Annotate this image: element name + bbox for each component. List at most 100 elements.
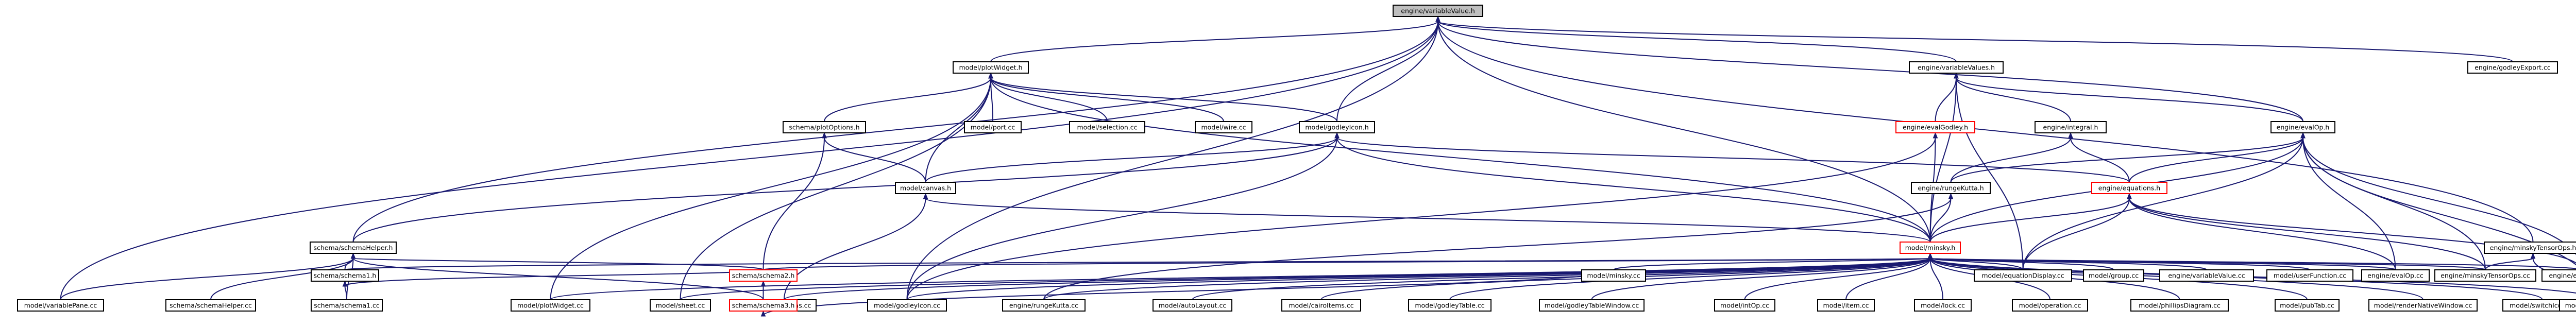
dependency-edge: [762, 132, 827, 270]
graph-node[interactable]: engine/evalGodley.h: [1895, 121, 1975, 133]
graph-node-label: engine/evalGodley.h: [1903, 124, 1968, 131]
edge-line: [1845, 257, 1931, 300]
dependency-edge: [680, 72, 993, 300]
edge-line: [2022, 137, 2303, 270]
graph-node-label: engine/minskyTensorOps.cc: [2441, 272, 2530, 280]
edge-line: [824, 77, 991, 122]
edge-line: [990, 77, 1337, 122]
graph-node[interactable]: engine/variableValue.h: [1393, 5, 1483, 17]
graph-node-label: model/canvas.h: [900, 184, 951, 192]
edge-line: [1336, 21, 1438, 122]
graph-node-label: model/switchIcon.cc: [2510, 302, 2575, 309]
graph-node-box: [1911, 182, 1991, 194]
graph-node[interactable]: model/cairoItems.cc: [1281, 299, 1361, 312]
dependency-edge: [1435, 15, 1931, 243]
graph-node[interactable]: schema/schema1.cc: [311, 299, 383, 312]
edge-line: [2129, 137, 2303, 183]
edge-line: [762, 257, 1931, 270]
graph-node[interactable]: model/equationDisplay.cc: [1974, 269, 2072, 282]
edge-line: [60, 21, 1438, 300]
graph-node[interactable]: engine/godleyExport.cc: [2467, 61, 2558, 74]
dependency-edge: [1435, 15, 2303, 122]
edge-line: [1336, 137, 2130, 183]
graph-node[interactable]: model/phillipsDiagram.cc: [2130, 299, 2229, 312]
graph-node[interactable]: engine/evalOp.cc: [2361, 269, 2430, 282]
edge-line: [352, 137, 1337, 243]
graph-node-label: model/phillipsDiagram.cc: [2139, 302, 2221, 309]
graph-node[interactable]: model/switchIcon.cc: [2502, 299, 2576, 312]
graph-node[interactable]: model/canvas.h: [895, 182, 956, 194]
graph-node[interactable]: engine/integral.h: [2035, 121, 2107, 133]
graph-node[interactable]: engine/evalOp.h: [2270, 121, 2335, 133]
graph-node[interactable]: model/ravelWrap.cc: [2559, 299, 2576, 312]
graph-node[interactable]: model/userFunction.cc: [2266, 269, 2353, 282]
graph-node[interactable]: model/intOp.cc: [1714, 299, 1775, 312]
graph-node[interactable]: model/port.cc: [964, 121, 1022, 133]
graph-node-box: [2541, 269, 2576, 282]
graph-node-label: model/equationDisplay.cc: [1981, 272, 2064, 280]
graph-node-label: model/godleyTable.cc: [1415, 302, 1484, 309]
graph-node[interactable]: engine/rungeKutta.cc: [1002, 299, 1086, 312]
graph-node[interactable]: model/godleyTableWindow.cc: [1539, 299, 1645, 312]
graph-node[interactable]: model/plotWidget.cc: [511, 299, 590, 312]
graph-node[interactable]: schema/schema1.h: [311, 269, 379, 282]
edge-arrowhead: [1927, 252, 1933, 259]
graph-node[interactable]: model/group.cc: [2083, 269, 2144, 282]
graph-node[interactable]: model/wire.cc: [1195, 121, 1252, 133]
graph-node-label: engine/godleyExport.cc: [2475, 64, 2551, 72]
graph-node-box: [1408, 299, 1492, 312]
graph-node[interactable]: model/selection.cc: [1069, 121, 1145, 133]
graph-node-label: schema/schema2.h: [732, 272, 795, 280]
graph-node-label: model/operation.cc: [2019, 302, 2081, 309]
edge-line: [2129, 198, 2486, 270]
graph-node[interactable]: engine/minskyTensorOps.h: [2484, 242, 2576, 254]
dependency-edge: [1954, 72, 2024, 270]
dependency-edge: [1954, 72, 2071, 122]
graph-node[interactable]: model/minsky.cc: [1581, 269, 1646, 282]
graph-node[interactable]: engine/rungeKutta.h: [1911, 182, 1991, 194]
graph-node-label: model/intOp.cc: [1720, 302, 1769, 309]
graph-node[interactable]: schema/schema3.h: [729, 299, 798, 312]
dependency-edge: [2300, 132, 2576, 266]
graph-node-label: model/lock.cc: [1921, 302, 1965, 309]
edge-line: [1591, 257, 1931, 300]
graph-node[interactable]: schema/schemaHelper.h: [310, 242, 397, 254]
graph-node[interactable]: model/operation.cc: [2012, 299, 2088, 312]
graph-node-label: model/godleyTableWindow.cc: [1545, 302, 1639, 309]
graph-node-box: [2012, 299, 2088, 312]
graph-node[interactable]: schema/schema2.h: [729, 269, 798, 282]
graph-node-box: [2083, 269, 2144, 282]
graph-node[interactable]: model/minsky.h: [1900, 242, 1961, 254]
graph-node-label: model/plotWidget.h: [959, 64, 1022, 72]
edge-line: [1744, 257, 1931, 300]
edge-line: [1437, 21, 1957, 62]
graph-node-box: [2361, 269, 2430, 282]
graph-node-label: model/port.cc: [971, 124, 1015, 131]
graph-node[interactable]: engine/variableValues.h: [1909, 61, 2004, 74]
edge-line: [1437, 21, 2513, 62]
graph-node[interactable]: model/autoLayout.cc: [1153, 299, 1232, 312]
graph-node[interactable]: engine/equations.h: [2091, 182, 2167, 194]
graph-node[interactable]: engine/minskyTensorOps.cc: [2434, 269, 2536, 282]
edge-line: [1956, 77, 2303, 122]
graph-node[interactable]: model/sheet.cc: [650, 299, 711, 312]
graph-node-box: [1714, 299, 1775, 312]
graph-node[interactable]: schema/plotOptions.h: [783, 121, 866, 133]
graph-node[interactable]: model/renderNativeWindow.cc: [2368, 299, 2478, 312]
graph-node[interactable]: schema/schemaHelper.cc: [165, 299, 256, 312]
graph-node[interactable]: model/godleyIcon.h: [1299, 121, 1375, 133]
graph-node[interactable]: model/lock.cc: [1914, 299, 1972, 312]
graph-node[interactable]: engine/variableValue.cc: [2159, 269, 2254, 282]
graph-node[interactable]: model/godleyIcon.cc: [867, 299, 947, 312]
graph-node[interactable]: model/item.cc: [1817, 299, 1875, 312]
graph-node[interactable]: model/plotWidget.h: [953, 61, 1029, 74]
graph-node[interactable]: engine/equations.cc: [2541, 269, 2576, 282]
graph-node[interactable]: model/godleyTable.cc: [1408, 299, 1492, 312]
dependency-edge: [1954, 72, 2303, 122]
dependency-edge: [906, 132, 1938, 300]
graph-node-box: [867, 299, 947, 312]
dependency-edge: [906, 15, 1440, 300]
edge-arrowhead: [822, 132, 827, 139]
graph-node[interactable]: model/variablePane.cc: [17, 299, 104, 312]
graph-node[interactable]: model/pubTab.cc: [2275, 299, 2340, 312]
